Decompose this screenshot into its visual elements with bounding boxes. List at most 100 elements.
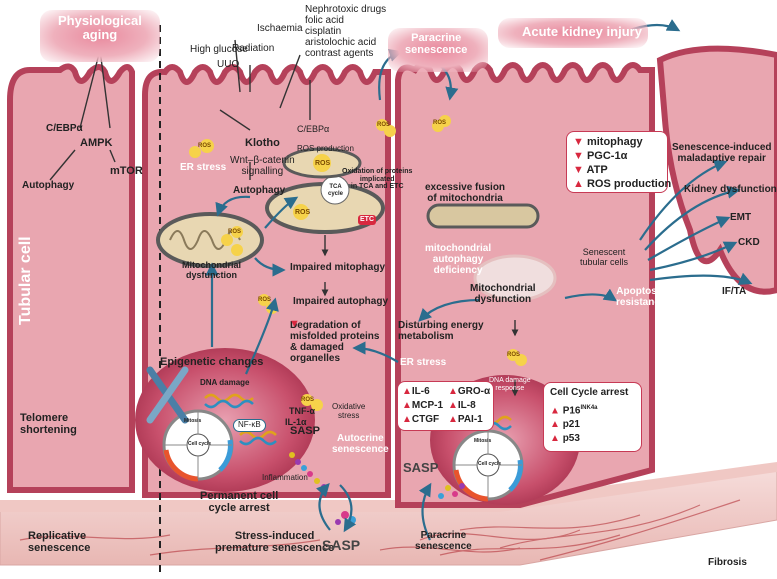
ros-label: ROS [315, 160, 331, 167]
high-glucose-label: High glucose [190, 44, 248, 55]
tnfa-label: TNF-α [289, 406, 316, 416]
etc-label: ETC [360, 216, 374, 223]
ros-label: ROS [258, 297, 272, 303]
mito-box-text: ROS production [586, 178, 672, 190]
outcome-maladaptive-repair: Senescence-induced maladaptive repair [672, 142, 772, 164]
marker-item: ▲ P16INK4a [550, 405, 598, 416]
down-arrow-icon: ▼ [573, 136, 584, 148]
apoptosis-resistance-label: Apoptosis resistance [616, 286, 666, 308]
disturbing-energy-label: Disturbing energy metabolism [398, 320, 484, 342]
cytokine-text: PAI-1 [457, 414, 483, 425]
mito-autophagy-deficiency-label: mitochondrial autophagy deficiency [425, 243, 492, 276]
autophagy-left-label: Autophagy [22, 180, 75, 191]
excessive-fusion-label: excessive fusion of mitochondria [425, 182, 506, 204]
signal-lines [49, 39, 519, 397]
mitochondrion-deficient [473, 254, 557, 302]
marker-text: P16 [562, 405, 581, 417]
acute-kidney-injury-glow [498, 18, 648, 48]
oxidation-proteins-label: Oxidation of proteins implicated in TCA … [342, 168, 413, 191]
cell-cycle-wheel-left [162, 409, 234, 482]
up-arrow-icon: ▲ [550, 405, 560, 417]
ros-label: ROS [507, 352, 521, 358]
acute-kidney-injury-label: Acute kidney injury [522, 24, 642, 39]
cell-cycle-wheel-right [452, 429, 524, 502]
mtor-label: mTOR [110, 165, 143, 177]
cell-cycle-arrest-title: Cell Cycle arrest [550, 387, 629, 398]
paracrine-senescence-bottom-label: Paracrine senescence [415, 530, 472, 552]
cytokine-text: IL-6 [411, 386, 430, 397]
telomere-shortening-label: Telomere shortening [20, 412, 77, 437]
cytokine-text: GRO-α [457, 386, 491, 397]
mito-box-item: ▼ PGC-1α [573, 150, 627, 162]
impaired-autophagy-label: Impaired autophagy [293, 296, 389, 307]
physiological-aging-label: Physiological aging [58, 13, 142, 43]
ros-label: ROS [301, 397, 315, 403]
outcome-kidney-dysfunction: Kidney dysfunction [684, 184, 777, 195]
paracrine-senescence-glow [388, 28, 488, 72]
marker-item: ▲ p53 [550, 433, 580, 444]
uuo-label: UUO [217, 59, 240, 70]
up-arrow-icon: ▲ [402, 414, 412, 425]
mito-box-text: ATP [586, 164, 608, 176]
outcome-emt: EMT [730, 212, 752, 223]
mito-changes-box: ▼ mitophagy ▼ PGC-1α ▼ ATP ▲ ROS product… [566, 131, 671, 193]
cytokine-item: ▲MCP-1 [402, 400, 443, 411]
tca-cycle-label: TCA cycle [328, 184, 344, 197]
far-right-wall [656, 45, 777, 295]
mito-dysfunction-right-label: Mitochondrial dysfunction [470, 283, 536, 305]
ischaemia-label: Ischaemia [257, 23, 303, 34]
marker-text: p21 [562, 419, 580, 430]
down-arrow-icon: ▼ [573, 164, 584, 176]
impaired-mitophagy-label: Impaired mitophagy [290, 262, 386, 273]
autocrine-senescence-label: Autocrine senescence [332, 433, 389, 455]
mito-box-item: ▼ mitophagy [573, 136, 643, 148]
fibrosis-strands [19, 499, 741, 561]
sasp-middle-label: SASP [290, 425, 320, 437]
er-stress-right-label: ER stress [400, 357, 447, 368]
mito-box-text: mitophagy [586, 136, 643, 148]
sasp-particles [289, 452, 465, 525]
degradation-label: Degradation of misfolded proteins & dama… [290, 320, 380, 364]
cytokine-item: ▲IL-6 [402, 386, 430, 397]
cell-cycle-label: Cell cycle [188, 441, 212, 447]
up-arrow-icon: ▲ [550, 419, 560, 430]
up-arrow-icon: ▲ [573, 178, 584, 190]
cytokine-item: ▲IL-8 [448, 400, 476, 411]
sasp-bottom-label: SASP [322, 537, 361, 553]
tubular-cell-label: Tubular cell [17, 236, 34, 325]
up-arrow-icon: ▲ [402, 400, 412, 411]
mito-box-item: ▼ ATP [573, 164, 608, 176]
dna-helix-left [204, 393, 277, 446]
cebpa-label: C/EBPα [46, 123, 83, 134]
outcome-ckd: CKD [738, 237, 760, 248]
up-arrow-icon: ▲ [448, 386, 458, 397]
cytokine-text: IL-8 [457, 400, 476, 411]
up-arrow-icon: ▲ [402, 386, 412, 397]
nfkb-label: NF-κB [233, 419, 266, 432]
outcome-if-ta: IF/TA [722, 286, 747, 297]
tissue-slab [0, 462, 777, 566]
radiation-label: Radiation [232, 43, 275, 54]
mito-box-text: PGC-1α [586, 150, 628, 162]
up-arrow-icon: ▲ [448, 400, 458, 411]
replicative-senescence-label: Replicative senescence [28, 530, 91, 555]
mitosis-label: Mitosis [474, 438, 492, 444]
er-stress-left-label: ER stress [180, 162, 227, 173]
nephrotoxic-drugs-label: Nephrotoxic drugs folic acid cisplatin a… [305, 4, 387, 59]
il1a-label: IL-1α [285, 417, 307, 427]
ros-label: ROS [377, 122, 391, 128]
tubular-cell-left [7, 63, 135, 493]
down-arrow-icon: ▼ [573, 150, 584, 162]
senescent-tubular-label: Senescent tubular cells [580, 247, 629, 267]
dna-damage-response-label: DNA damage response [489, 377, 531, 392]
inflammation-label: Inflammation [262, 473, 308, 482]
cytokine-text: CTGF [411, 414, 440, 425]
oxidative-stress-label: Oxidative stress [332, 402, 366, 420]
marker-text: p53 [562, 433, 580, 444]
mitosis-label: Mitosis [184, 418, 202, 424]
fibrosis-label: Fibrosis [708, 557, 747, 568]
mito-box-item: ▲ ROS production [573, 178, 671, 190]
dna-damage-label: DNA damage [200, 378, 250, 387]
cytokine-item: ▲PAI-1 [448, 414, 483, 425]
